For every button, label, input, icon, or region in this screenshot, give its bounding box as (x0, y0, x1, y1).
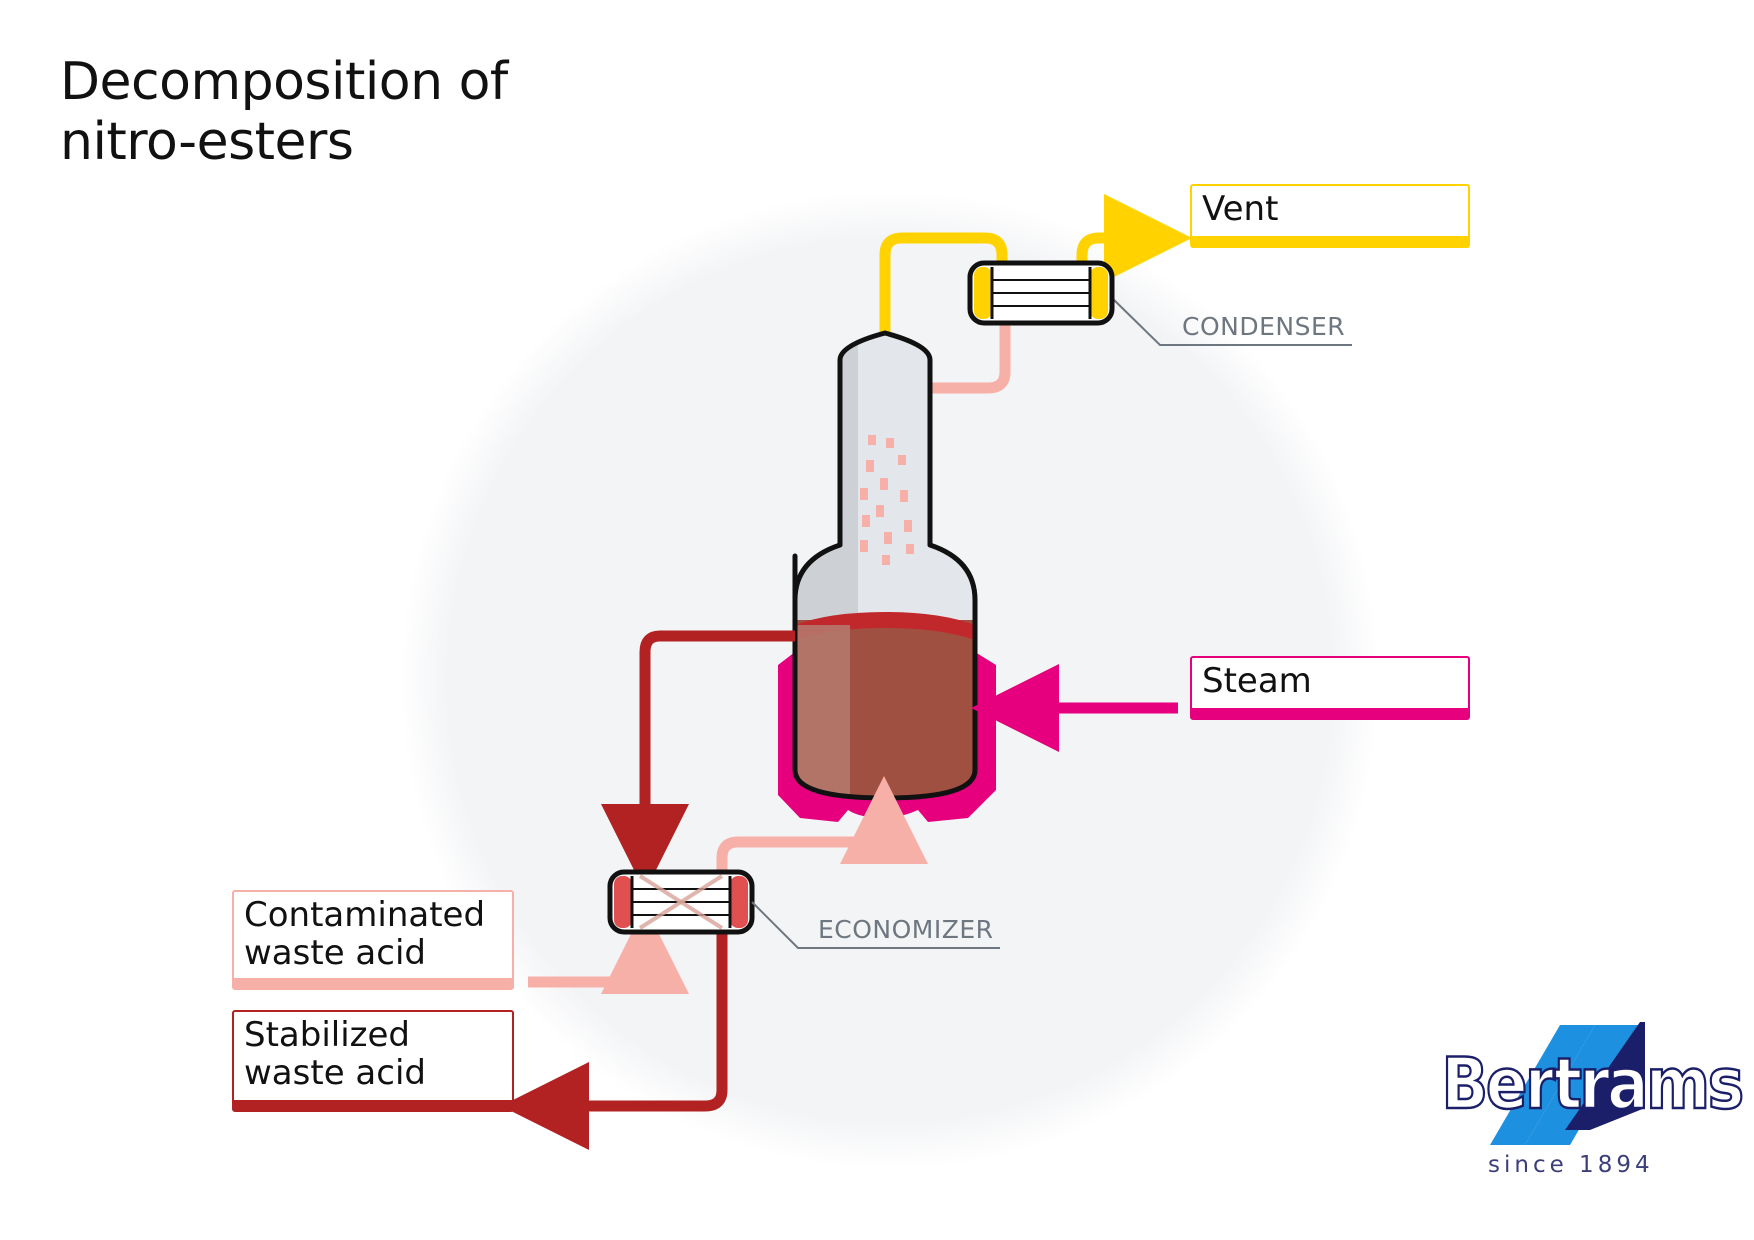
bertrams-wordmark: Bertrams (1441, 1043, 1742, 1125)
page-title: Decomposition of nitro-esters (60, 52, 508, 172)
condenser-tag: CONDENSER (1182, 312, 1346, 341)
vent-line (879, 232, 1008, 340)
stabilized-label-line-2: waste acid (244, 1053, 426, 1093)
vessel-to-economizer-line (601, 630, 795, 892)
vent-label-box: Vent (1190, 184, 1470, 248)
stabilized-outlet-line (501, 925, 728, 1150)
stabilized-label-line-1: Stabilized (244, 1015, 411, 1055)
economizer-to-vessel-line (716, 776, 928, 870)
title-line-1: Decomposition of (60, 52, 508, 112)
economizer-tag: ECONOMIZER (818, 915, 994, 944)
stabilized-label-box: Stabilized waste acid (232, 1010, 514, 1112)
reactor-vessel-icon (792, 330, 978, 801)
steam-label-box: Steam (1190, 656, 1470, 720)
steam-label: Steam (1202, 661, 1312, 701)
bertrams-logo-icon: Bertrams (1440, 1022, 1746, 1145)
contaminated-label-line-1: Contaminated (244, 895, 486, 935)
condenser-leader (1111, 297, 1352, 346)
vent-outlet-line (1076, 194, 1192, 282)
economizer-leader (751, 901, 1000, 949)
vent-label: Vent (1202, 189, 1279, 229)
economizer-icon (607, 869, 755, 935)
title-line-2: nitro-esters (60, 112, 354, 172)
contaminated-label-box: Contaminated waste acid (232, 890, 514, 990)
brand-since: since 1894 (1488, 1152, 1654, 1178)
spray-droplets (860, 435, 914, 565)
steam-jacket (778, 652, 996, 822)
contaminated-label-line-2: waste acid (244, 933, 426, 973)
condenser-icon (967, 260, 1115, 326)
contaminated-inlet-line (528, 906, 689, 994)
